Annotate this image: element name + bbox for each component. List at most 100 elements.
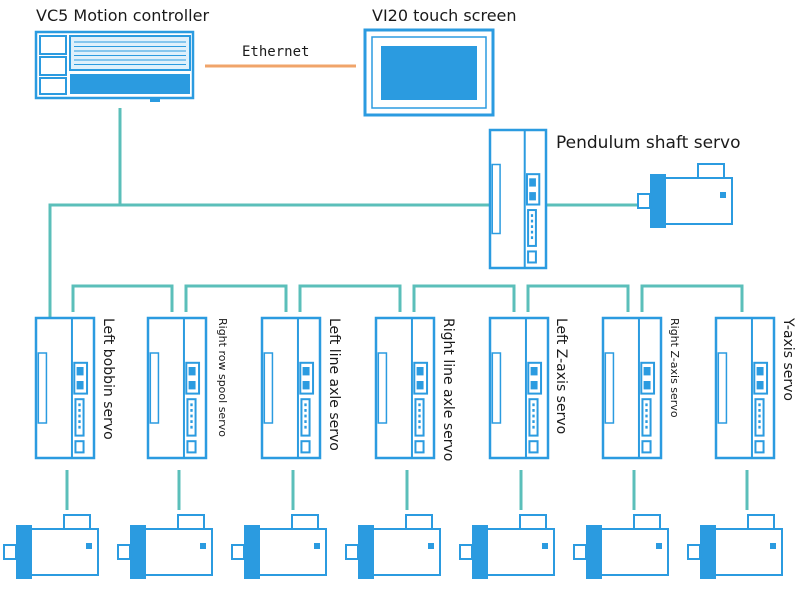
- motor-indicator: [656, 543, 662, 549]
- drive-pin: [758, 414, 761, 418]
- drive-connector: [527, 209, 537, 247]
- drive-pin: [304, 425, 307, 429]
- drive-vent: [263, 352, 274, 424]
- motor-shaft: [231, 544, 245, 560]
- servo-motor-3: [231, 514, 327, 579]
- motor-flange: [130, 525, 146, 579]
- link-line-3-4: [298, 284, 402, 312]
- servo-label-right-line-axle: Right line axle servo: [440, 318, 456, 462]
- servo-motor-6: [573, 514, 669, 579]
- motor-shaft: [637, 193, 651, 209]
- screen-label: VI20 touch screen: [372, 6, 517, 25]
- drive-pin: [78, 425, 81, 429]
- ethernet-label: Ethernet: [242, 44, 310, 60]
- link-line-6-7: [640, 284, 744, 312]
- motor-body: [369, 528, 441, 576]
- drive-body: [601, 316, 663, 460]
- drive-connector: [641, 398, 652, 437]
- drive-pin: [530, 219, 534, 223]
- drive-connector: [186, 398, 197, 437]
- drive-body: [488, 128, 548, 270]
- motor-body: [141, 528, 213, 576]
- controller-slot: [39, 77, 67, 95]
- drive-port: [529, 178, 536, 187]
- drive-pin: [532, 425, 535, 429]
- servo-label-right-z: Right Z-axis servo: [668, 318, 681, 418]
- drive-pin: [532, 414, 535, 418]
- motor-shaft: [3, 544, 17, 560]
- drive-port-frame: [73, 361, 89, 395]
- drive-pin: [758, 403, 761, 407]
- drive-vent: [377, 352, 388, 424]
- motor-flange: [586, 525, 602, 579]
- servo-motor-7: [687, 514, 783, 579]
- controller-slot: [39, 56, 67, 76]
- drive-pin: [190, 414, 193, 418]
- servo-drive-1: [34, 316, 96, 460]
- drive-port: [530, 367, 538, 376]
- controller-base: [70, 74, 190, 94]
- servo-label-y-axis: Y-axis servo: [780, 318, 796, 401]
- motor-indicator: [770, 543, 776, 549]
- motor-flange: [472, 525, 488, 579]
- drive-port-frame: [527, 361, 543, 395]
- drive-port: [188, 381, 196, 390]
- drive-pin: [304, 409, 307, 412]
- drive-pin: [645, 403, 648, 407]
- controller-slot: [39, 35, 67, 55]
- drive-port: [416, 367, 424, 376]
- drive-pin: [645, 425, 648, 429]
- link-line-1-2: [71, 284, 174, 312]
- pendulum-servo-drive: [488, 128, 548, 270]
- drive-port: [756, 381, 764, 390]
- motor-body: [711, 528, 783, 576]
- drive-pin: [304, 420, 307, 423]
- drive-vent: [717, 352, 728, 424]
- pendulum-label: Pendulum shaft servo: [556, 133, 741, 153]
- drive-pin: [530, 236, 534, 240]
- drive-pin: [418, 425, 421, 429]
- motor-flange: [650, 174, 666, 228]
- drive-port: [416, 381, 424, 390]
- touch-screen-device: [363, 28, 495, 117]
- drive-port: [530, 381, 538, 390]
- drive-terminal: [74, 440, 85, 454]
- drive-terminal: [528, 440, 539, 454]
- drive-pin: [418, 403, 421, 407]
- drive-pin: [418, 414, 421, 418]
- drive-port-frame: [413, 361, 429, 395]
- drive-pin: [418, 409, 421, 412]
- motor-body: [255, 528, 327, 576]
- motor-indicator: [720, 192, 726, 198]
- drive-port: [643, 367, 651, 376]
- pendulum-servo-motor: [637, 163, 733, 228]
- drive-body: [34, 316, 96, 460]
- drive-pin: [645, 414, 648, 418]
- drive-pin: [190, 425, 193, 429]
- drive-vent: [37, 352, 48, 424]
- drive-connector: [528, 398, 539, 437]
- drive-pin: [532, 403, 535, 407]
- drive-pin: [190, 403, 193, 407]
- drive-vent: [491, 163, 501, 235]
- servo-drive-6: [601, 316, 663, 460]
- link-line-2-3: [184, 284, 288, 312]
- screen-bezel: [371, 36, 487, 109]
- motor-indicator: [86, 543, 92, 549]
- controller-foot: [150, 97, 160, 102]
- drive-port-frame: [525, 173, 541, 206]
- motor-flange: [16, 525, 32, 579]
- motor-body: [27, 528, 99, 576]
- drive-terminal: [300, 440, 311, 454]
- drive-pin: [532, 409, 535, 412]
- drive-pin: [758, 409, 761, 412]
- motor-shaft: [117, 544, 131, 560]
- drive-pin: [190, 420, 193, 423]
- drive-terminal: [641, 440, 652, 454]
- bus-lines: [48, 108, 744, 318]
- drive-vent: [604, 352, 615, 424]
- motor-body: [661, 177, 733, 225]
- servo-drive-4: [374, 316, 436, 460]
- drive-port: [76, 367, 84, 376]
